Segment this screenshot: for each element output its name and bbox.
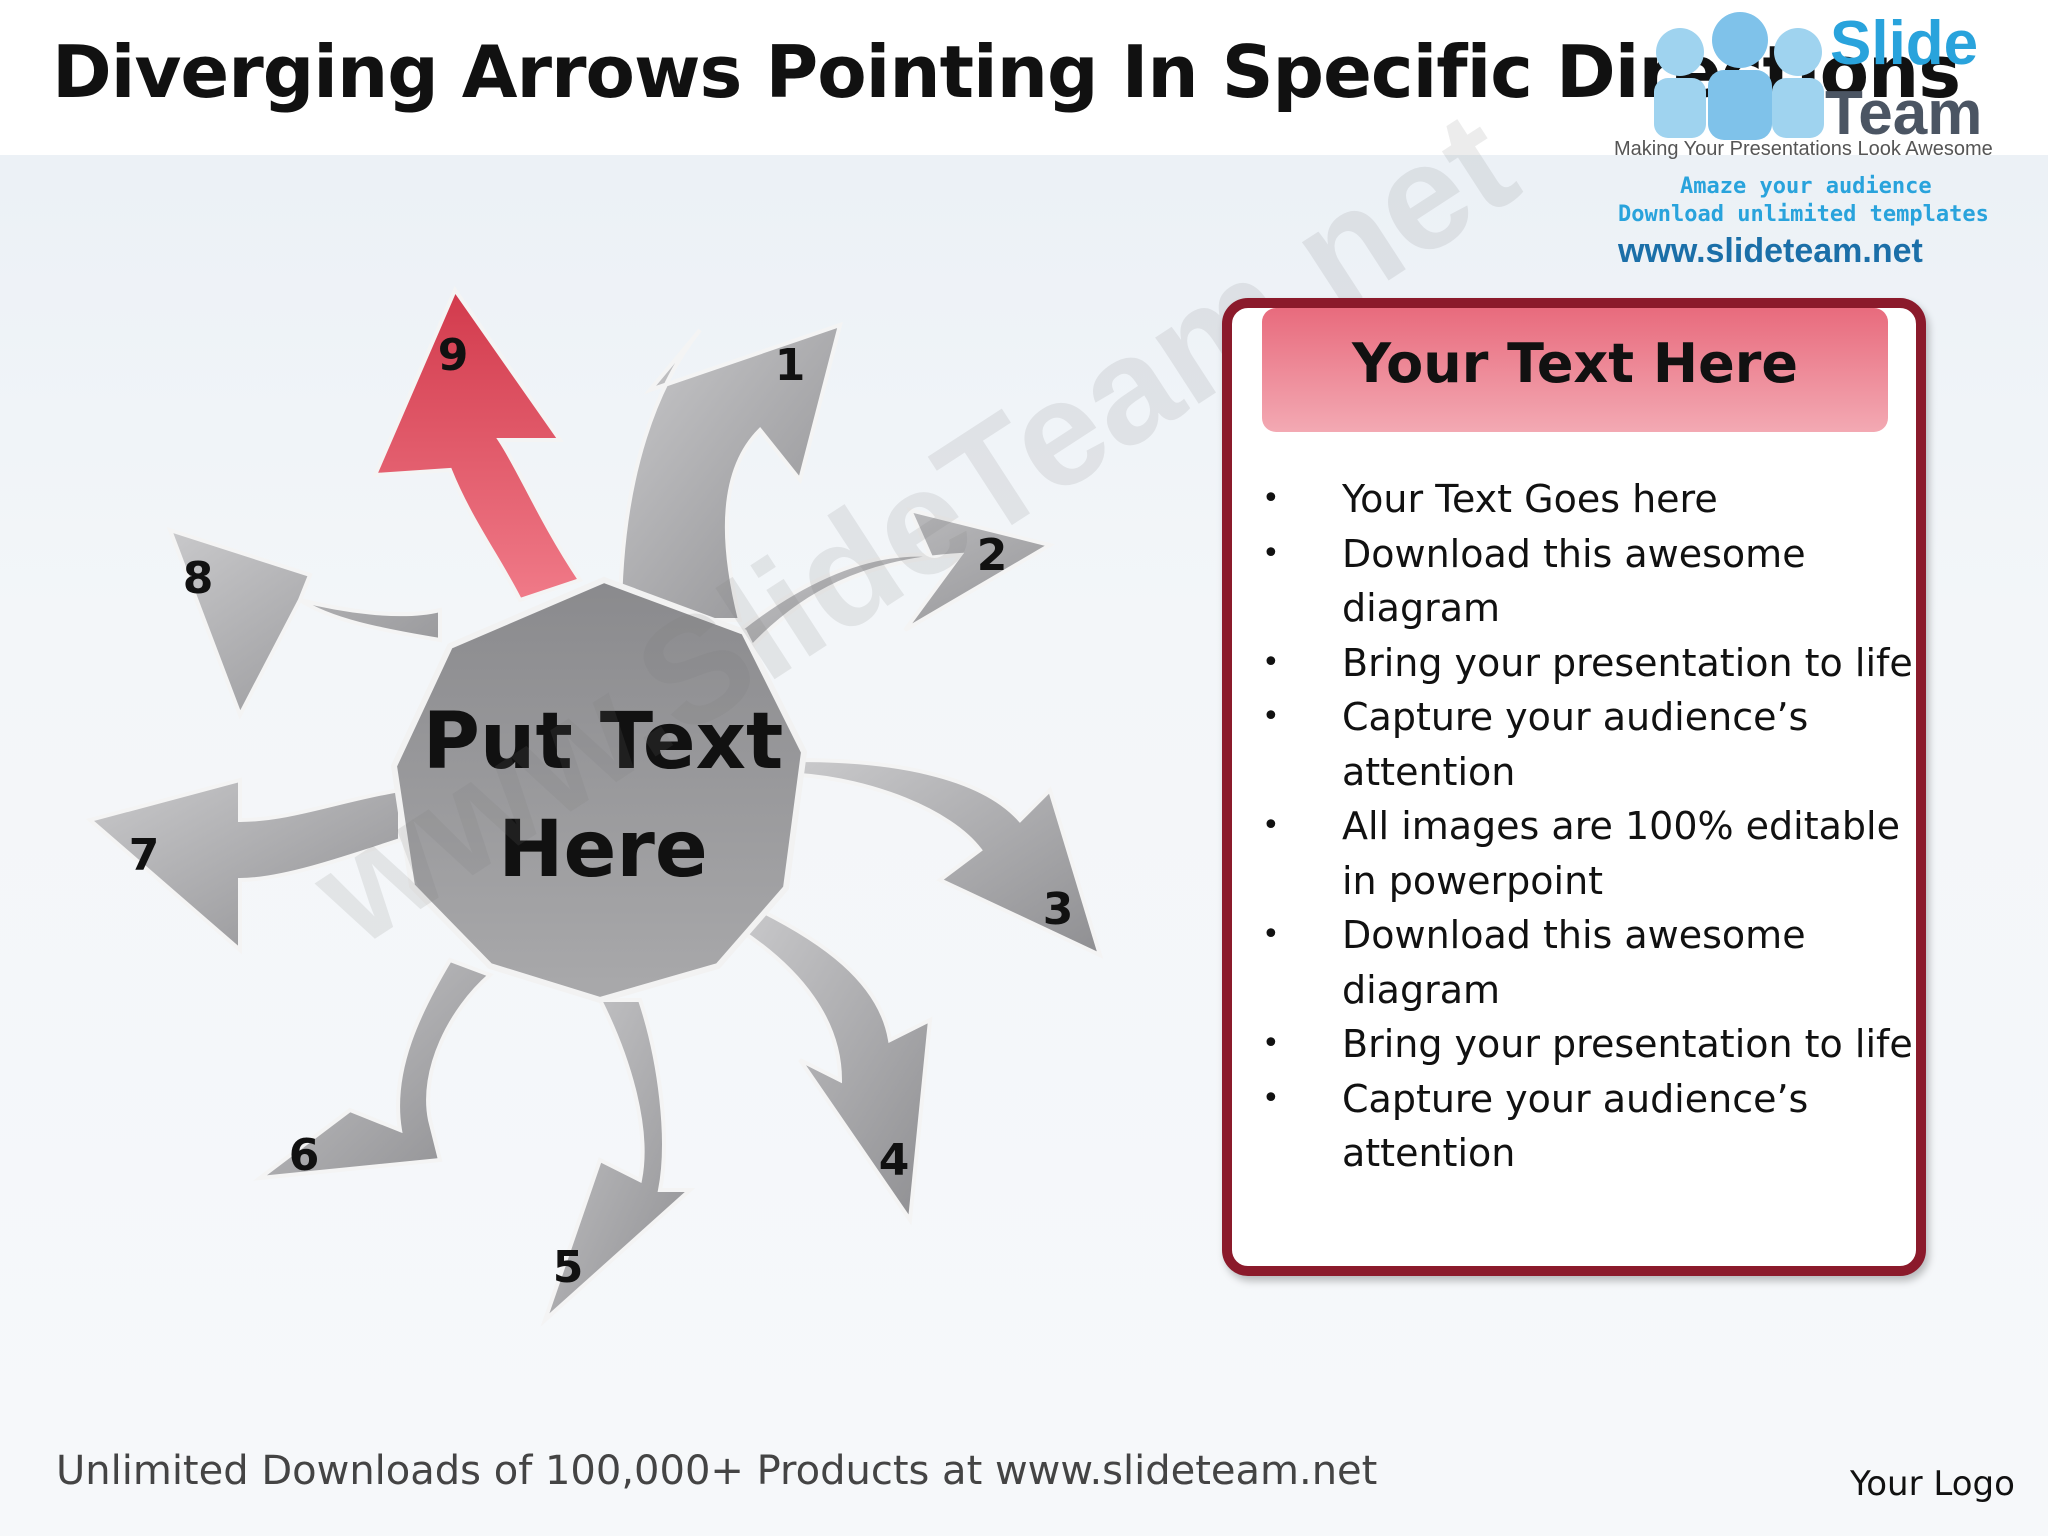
bullet-text: Bring your presentation to life: [1342, 1022, 1913, 1066]
arrow-label-4: 4: [879, 1135, 910, 1186]
bullet-text: Download this awesome diagram: [1342, 913, 1806, 1012]
arrow-4: [736, 907, 933, 1226]
bullet-text: Download this awesome diagram: [1342, 531, 1806, 631]
bullet-dot-icon: •: [1262, 535, 1280, 571]
arrow-9: [371, 285, 584, 603]
bullet-dot-icon: •: [1262, 808, 1280, 843]
panel-heading: Your Text Here: [1262, 308, 1888, 432]
bullet-list: • Your Text Goes here • Download this aweso…: [1262, 472, 1922, 1181]
bullet-dot-icon: •: [1262, 481, 1280, 516]
bullet-dot-icon: •: [1262, 699, 1280, 734]
bullet-text: Capture your audience’s attention: [1342, 695, 1809, 794]
arrow-2: [738, 507, 1056, 666]
footer-text: Unlimited Downloads of 100,000+ Products…: [56, 1448, 1378, 1494]
center-text-line1: Put Text: [423, 697, 783, 787]
brand-name-bottom: Team: [1825, 79, 1983, 148]
arrow-label-5: 5: [553, 1242, 584, 1293]
arrow-7: [85, 777, 402, 955]
arrow-6: [253, 957, 494, 1181]
bullet-text: All images are 100% editable in powerpoi…: [1342, 804, 1900, 903]
arrow-3: [798, 757, 1104, 959]
bullet-text: Your Text Goes here: [1342, 477, 1718, 521]
arrow-label-9: 9: [438, 330, 469, 381]
bullet-item: • All images are 100% editable in powerpo…: [1262, 799, 1922, 908]
arrow-1: [617, 321, 843, 622]
arrow-label-3: 3: [1043, 884, 1074, 935]
bullet-item: • Download this awesome diagram: [1262, 908, 1922, 1017]
brand-name-top: Slide: [1830, 9, 1979, 78]
your-logo: Your Logo: [1850, 1464, 2015, 1504]
bullet-dot-icon: •: [1262, 644, 1280, 680]
arrow-8: [166, 526, 442, 720]
arrow-label-7: 7: [129, 830, 160, 881]
brand-tagline: Making Your Presentations Look Awesome: [1614, 138, 1993, 160]
arrow-5: [540, 998, 696, 1327]
bullet-item: • Download this awesome diagram: [1262, 527, 1922, 636]
center-text-line2: Here: [498, 805, 708, 895]
title-bar: [0, 0, 2048, 155]
brand-download: Download unlimited templates: [1618, 202, 1989, 227]
slideteam-brand[interactable]: Slide Team Making Your Presentations Loo…: [1610, 8, 2030, 270]
arrow-label-1: 1: [775, 340, 806, 391]
arrow-label-8: 8: [183, 553, 214, 604]
bullet-dot-icon: •: [1262, 1080, 1280, 1116]
center-hub: [390, 576, 808, 1004]
bullet-text: Capture your audience’s attention: [1342, 1076, 1809, 1176]
brand-url[interactable]: www.slideteam.net: [1618, 232, 1923, 270]
arrow-label-6: 6: [289, 1130, 320, 1181]
bullet-item: • Your Text Goes here: [1262, 472, 1922, 527]
arrow-label-2: 2: [977, 530, 1008, 581]
bullet-item: • Bring your presentation to life: [1262, 636, 1922, 691]
bullet-dot-icon: •: [1262, 917, 1280, 952]
brand-amaze: Amaze your audience: [1680, 174, 1932, 199]
diverging-arrows-diagram: 1 2 3 4 5 6 7 8 9 Put Text Here: [85, 285, 1104, 1327]
bullet-item: • Bring your presentation to life: [1262, 1017, 1922, 1072]
slide-title: Diverging Arrows Pointing In Specific Di…: [52, 30, 1961, 114]
bullet-text: Bring your presentation to life: [1342, 640, 1913, 685]
bullet-item: • Capture your audience’s attention: [1262, 1072, 1922, 1181]
bullet-dot-icon: •: [1262, 1026, 1280, 1061]
bullet-item: • Capture your audience’s attention: [1262, 690, 1922, 799]
text-panel: Your Text Here • Your Text Goes here • Down…: [1222, 298, 1926, 1276]
people-icon: [1654, 12, 1824, 140]
